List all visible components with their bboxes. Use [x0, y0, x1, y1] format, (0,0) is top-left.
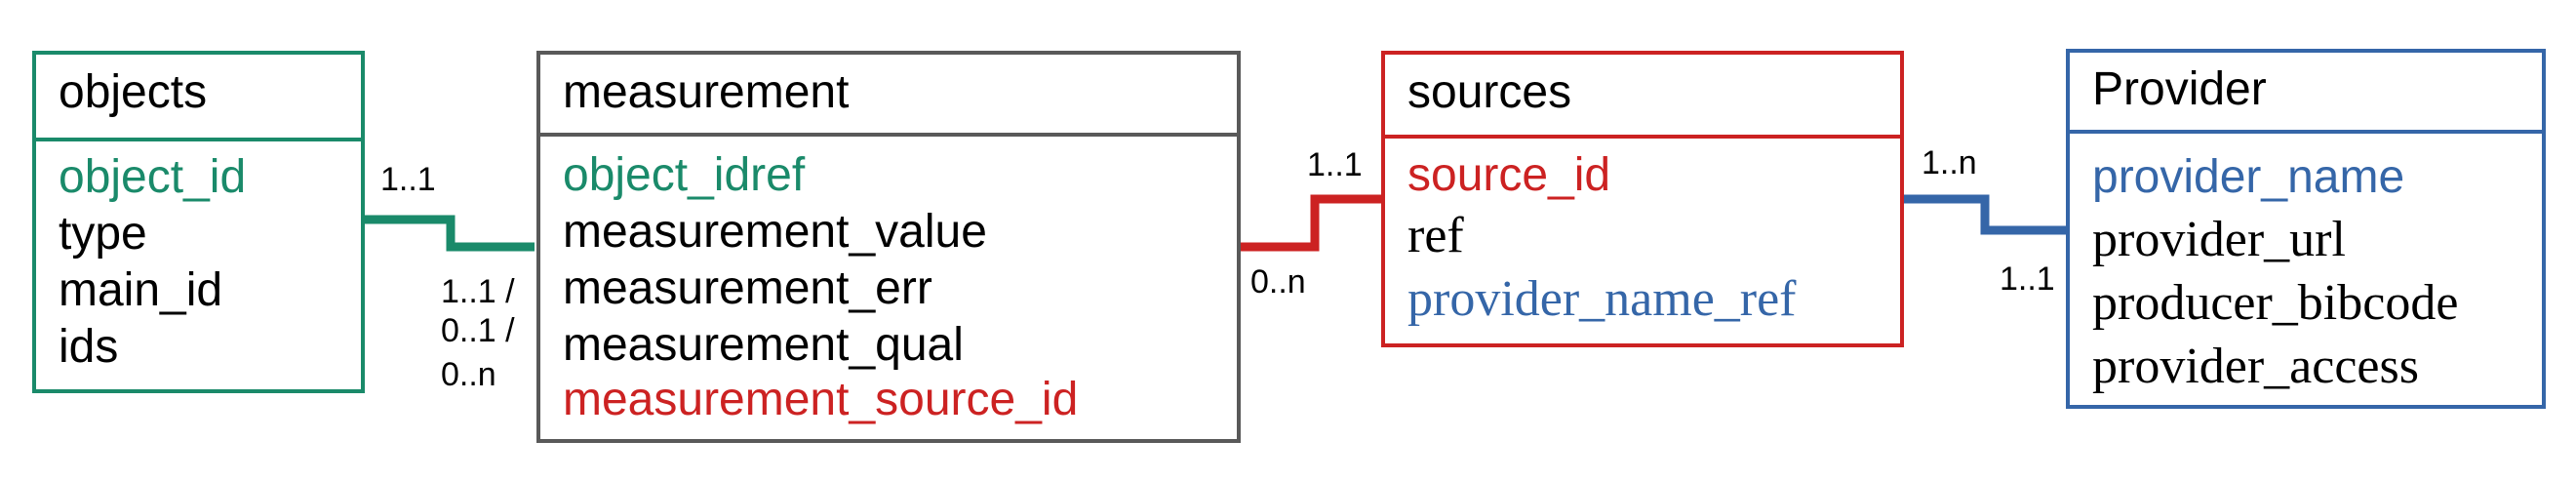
field-measurement-qual: measurement_qual: [563, 319, 964, 371]
field-provider-access: provider_access: [2092, 339, 2419, 394]
connector-measurement-sources: [1239, 194, 1383, 252]
field-producer-bibcode: producer_bibcode: [2092, 275, 2458, 331]
table-title-objects: objects: [59, 66, 207, 118]
cardinality-measurement-sources-left: 0..n: [1250, 263, 1306, 301]
field-object-id: object_id: [59, 151, 246, 203]
field-provider-url: provider_url: [2092, 212, 2346, 267]
field-measurement-source-id: measurement_source_id: [563, 374, 1078, 425]
cardinality-measurement-side-3: 0..n: [441, 356, 496, 393]
cardinality-sources-provider-right: 1..1: [2000, 261, 2055, 298]
table-objects: objects object_id type main_id ids: [32, 51, 365, 393]
cardinality-objects-side: 1..1: [380, 161, 436, 198]
field-ref: ref: [1407, 208, 1464, 263]
cardinality-measurement-side-2: 0..1 /: [441, 312, 515, 349]
field-main-id: main_id: [59, 264, 222, 316]
table-sources: sources source_id ref provider_name_ref: [1381, 51, 1904, 347]
table-title-measurement: measurement: [563, 66, 849, 118]
table-title-sources: sources: [1407, 66, 1571, 118]
cardinality-measurement-sources-right: 1..1: [1307, 146, 1363, 183]
field-measurement-value: measurement_value: [563, 206, 987, 258]
cardinality-measurement-side-1: 1..1 /: [441, 273, 515, 310]
cardinality-sources-provider-left: 1..n: [1922, 144, 1977, 181]
field-provider-name-ref: provider_name_ref: [1407, 271, 1797, 327]
connector-objects-measurement: [363, 215, 535, 252]
field-ids: ids: [59, 321, 118, 373]
field-measurement-err: measurement_err: [563, 262, 932, 314]
table-provider: Provider provider_name provider_url prod…: [2066, 49, 2546, 409]
connector-sources-provider: [1902, 194, 2068, 235]
field-provider-name: provider_name: [2092, 151, 2404, 203]
table-measurement: measurement object_idref measurement_val…: [536, 51, 1241, 443]
field-source-id: source_id: [1407, 149, 1610, 201]
field-object-idref: object_idref: [563, 149, 806, 201]
table-title-provider: Provider: [2092, 63, 2267, 115]
field-type: type: [59, 208, 147, 260]
